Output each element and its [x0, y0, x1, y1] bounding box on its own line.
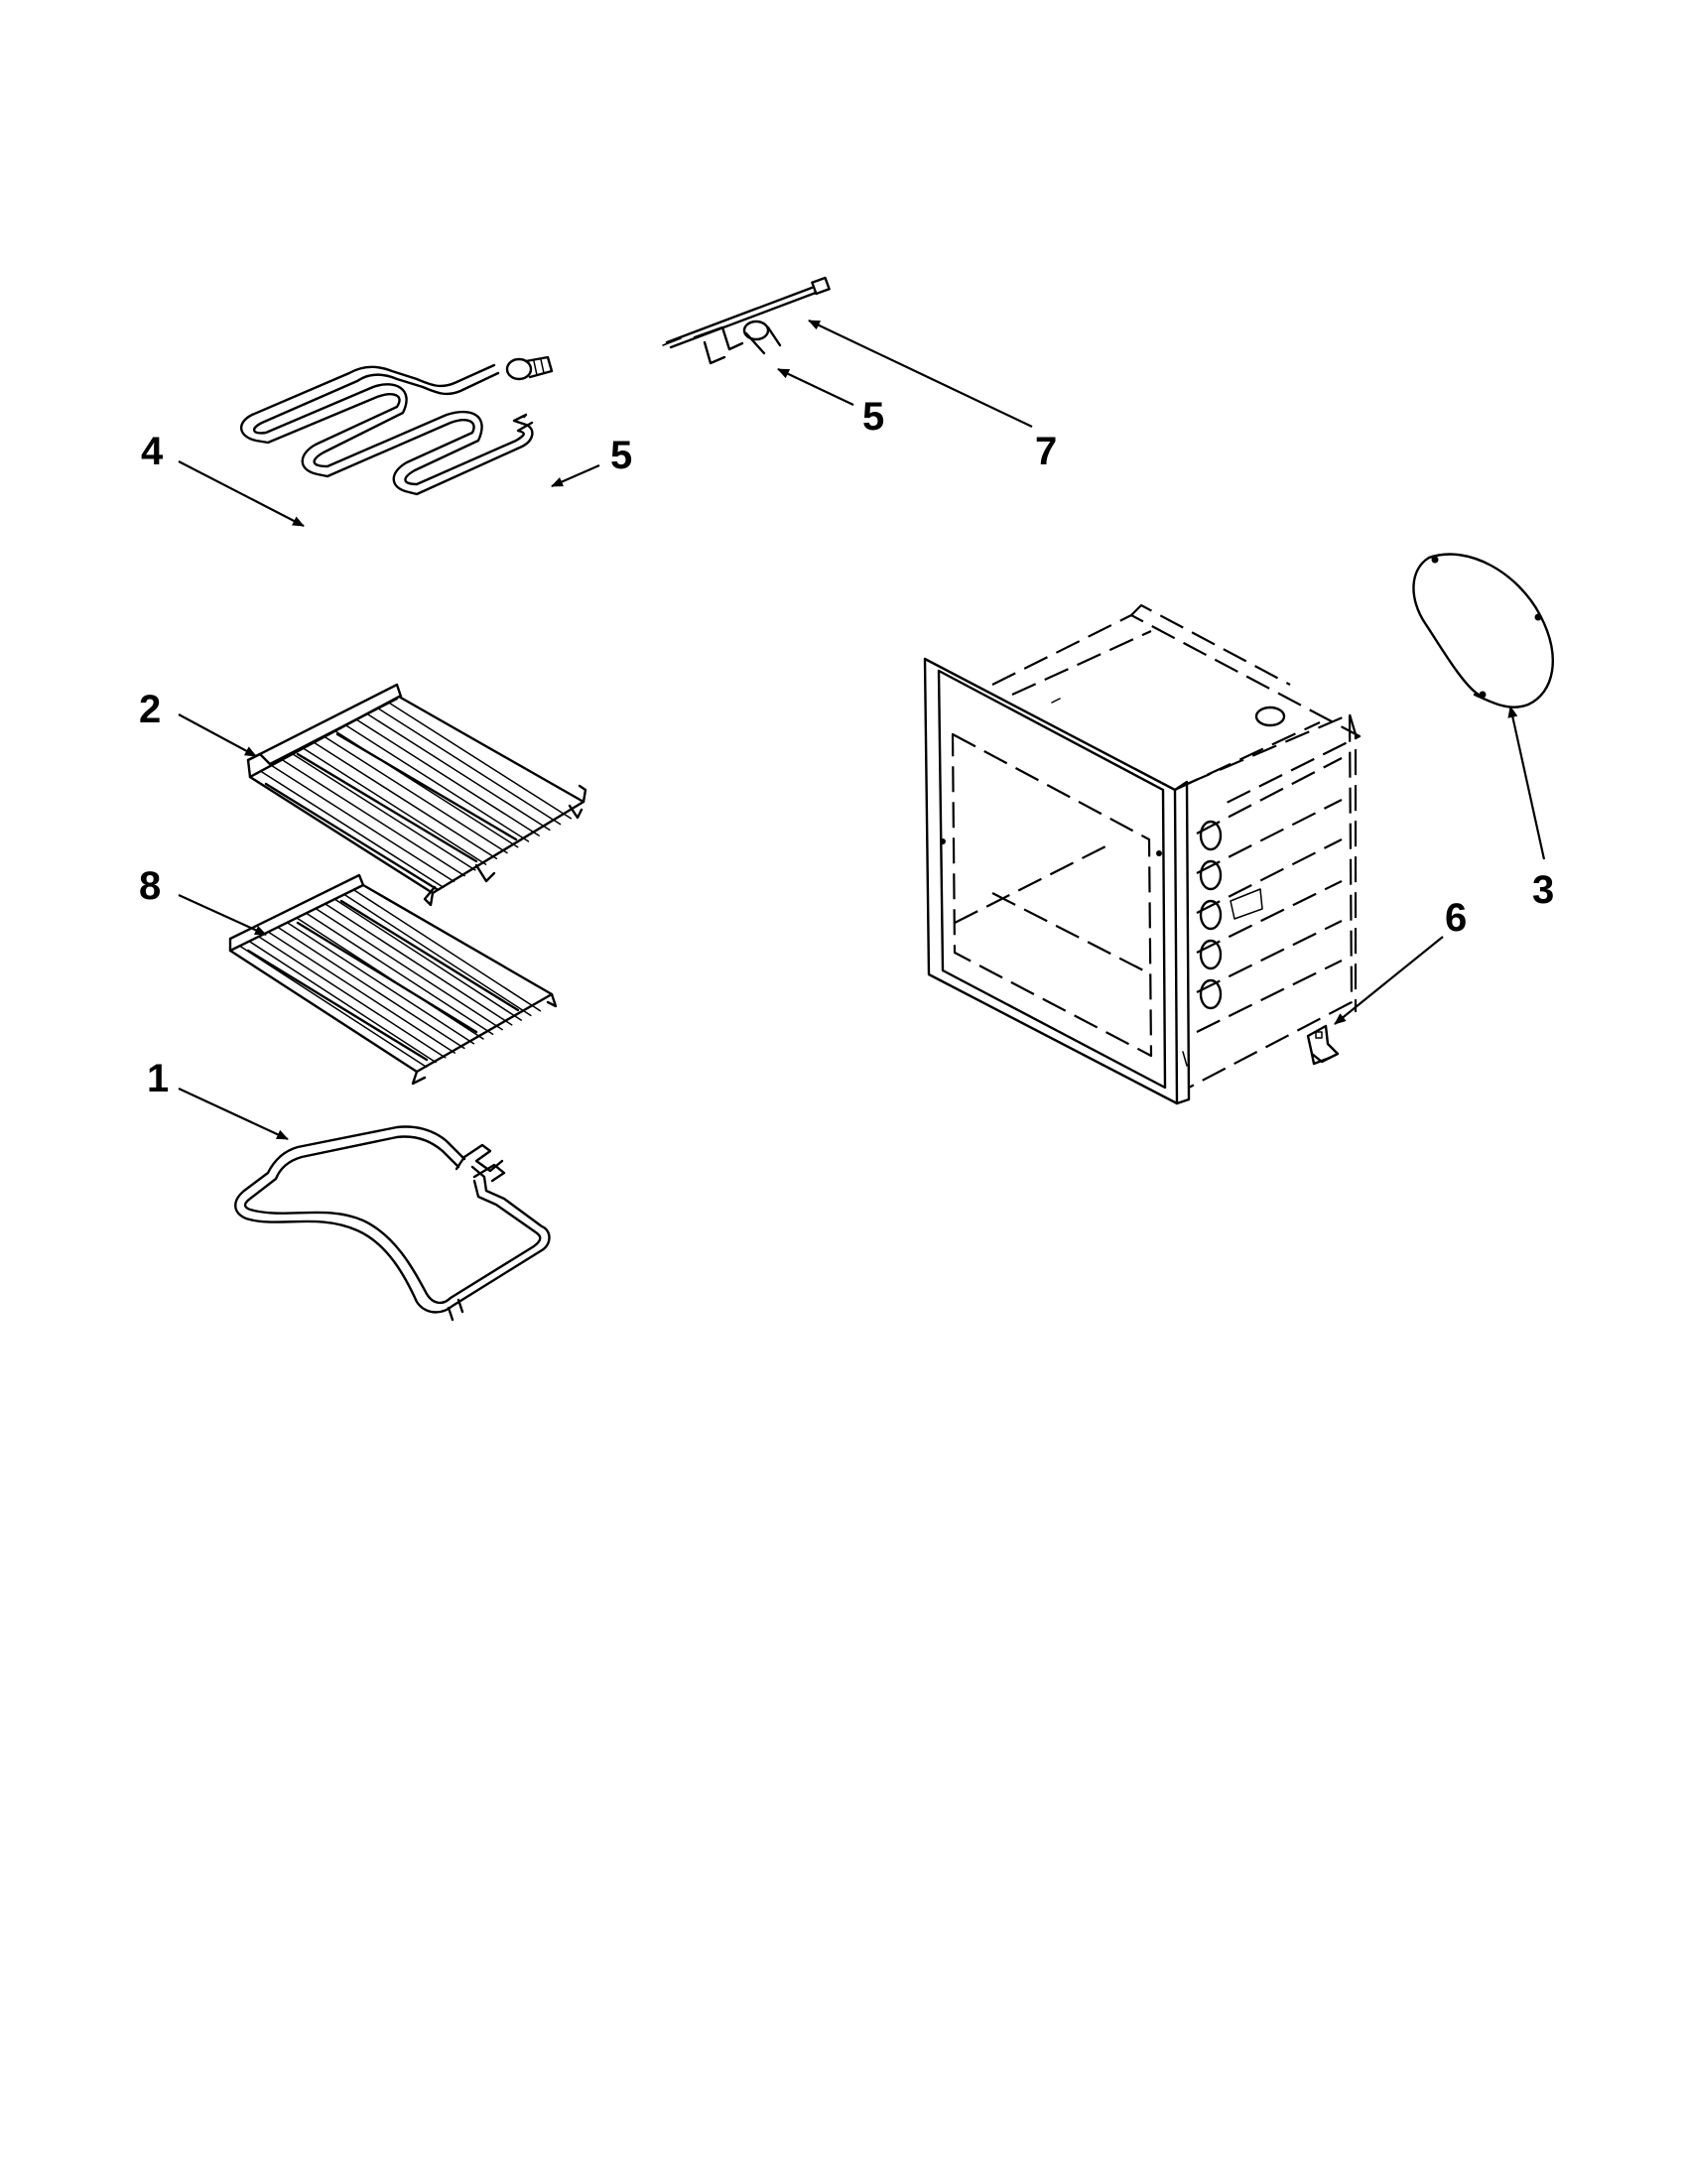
- callout-7: 7: [1035, 430, 1057, 473]
- rack-wire: [366, 712, 551, 832]
- leader-3: [1507, 706, 1546, 860]
- rack-wire: [248, 940, 437, 1064]
- leader-5-left: [551, 463, 600, 488]
- rack-wire: [333, 729, 519, 848]
- rack-wire: [286, 921, 475, 1045]
- rack-wire: [315, 907, 503, 1031]
- callout-5-left: 5: [610, 434, 632, 477]
- leader-2: [178, 713, 257, 757]
- part-6-bracket[interactable]: [1306, 1024, 1340, 1066]
- leader-7: [808, 320, 1033, 428]
- rack-wire: [352, 888, 542, 1012]
- callout-1: 1: [147, 1057, 169, 1100]
- rack-wire: [259, 770, 445, 888]
- part-8-oven-rack[interactable]: [228, 873, 558, 1086]
- part-5-screw[interactable]: [505, 355, 554, 381]
- rack-wire: [387, 702, 573, 820]
- rack-wire: [302, 747, 487, 865]
- rack-wire: [257, 936, 447, 1059]
- rack-wire: [267, 931, 456, 1054]
- rack-wire: [324, 903, 513, 1026]
- leader-5-upper: [777, 368, 854, 406]
- rack-wire: [238, 945, 428, 1069]
- rack-wire: [296, 917, 484, 1040]
- part-3-ring[interactable]: [1412, 553, 1554, 708]
- leader-4: [178, 460, 305, 527]
- rack-wire: [376, 707, 562, 826]
- part-1-bake-element[interactable]: [234, 1125, 551, 1322]
- leader-8: [178, 893, 267, 937]
- leader-1: [178, 1088, 289, 1140]
- part-8-rack-wires: [238, 888, 542, 1069]
- rack-wire: [333, 898, 523, 1021]
- leader-6: [1334, 936, 1444, 1025]
- callout-5-upper: 5: [862, 395, 884, 439]
- callout-8: 8: [139, 864, 161, 908]
- rack-wire: [292, 753, 476, 871]
- rack-wire: [324, 735, 508, 854]
- rack-wire: [313, 741, 498, 860]
- part-2-rack-wires: [259, 702, 573, 888]
- rack-wire: [305, 912, 494, 1036]
- rack-wire: [344, 724, 530, 842]
- rack-wire: [281, 758, 465, 877]
- rack-wire: [277, 926, 465, 1050]
- rack-wire: [355, 718, 540, 836]
- callout-4: 4: [141, 430, 164, 473]
- callout-6: 6: [1445, 896, 1467, 940]
- rack-wire: [270, 764, 455, 883]
- oven-cavity: [923, 603, 1362, 1105]
- callout-2: 2: [139, 688, 161, 731]
- callout-3: 3: [1532, 868, 1554, 912]
- part-4-broil-element[interactable]: [240, 363, 534, 496]
- rack-wire: [343, 893, 532, 1017]
- part-7-temperature-sensor[interactable]: [662, 276, 831, 365]
